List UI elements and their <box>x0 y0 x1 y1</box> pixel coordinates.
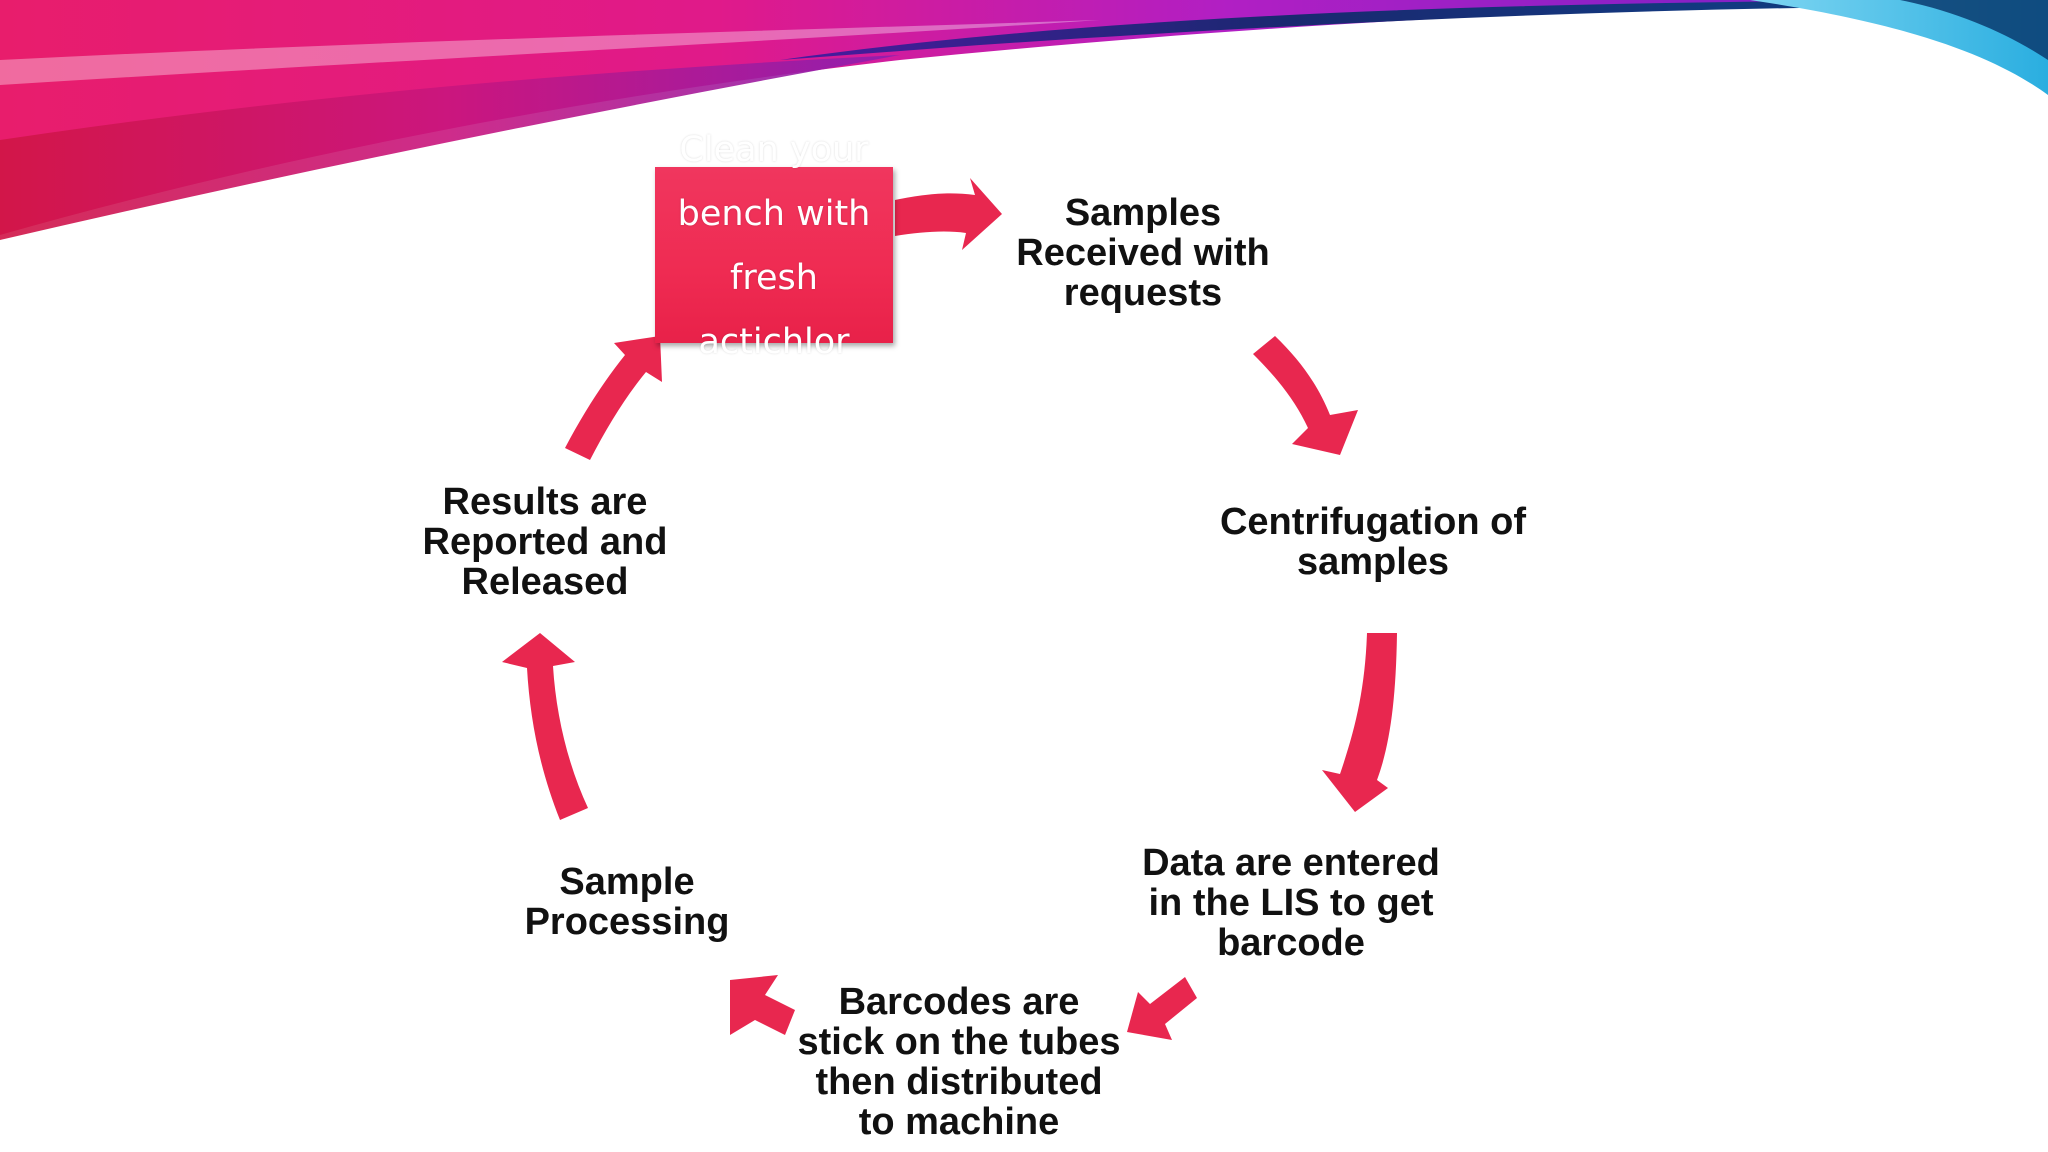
header-swoosh-decoration <box>0 0 2048 240</box>
step-data-entry-lis: Data are entered in the LIS to get barco… <box>1142 842 1440 964</box>
start-step-box <box>655 167 893 343</box>
step-barcodes-distributed: Barcodes are stick on the tubes then dis… <box>797 981 1121 1143</box>
step-results-reported: Results are Reported and Released <box>422 481 668 603</box>
step-centrifugation: Centrifugation of samples <box>1219 501 1527 583</box>
arrow-5-icon <box>730 975 795 1035</box>
arrow-7-icon <box>565 336 662 460</box>
arrow-1-icon <box>895 178 1002 250</box>
start-step-label: Clean your bench with fresh actichlor <box>677 130 871 362</box>
arrow-2-icon <box>1253 336 1358 455</box>
arrow-3-icon <box>1322 633 1397 812</box>
step-samples-received: Samples Received with requests <box>1016 192 1270 314</box>
arrow-6-icon <box>502 633 588 820</box>
step-sample-processing: Sample Processing <box>524 861 730 943</box>
arrow-4-icon <box>1127 977 1197 1040</box>
